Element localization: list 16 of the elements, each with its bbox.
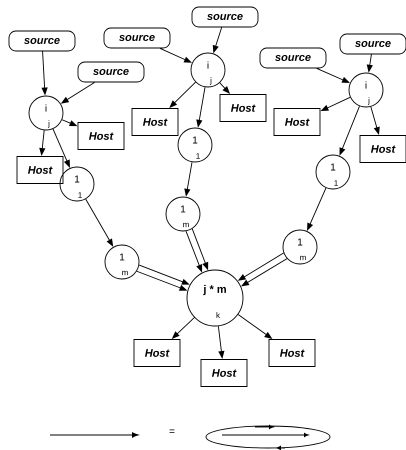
host-box: Host <box>132 108 178 136</box>
host-box: Host <box>16 156 64 184</box>
host-box: Host <box>220 94 266 122</box>
source-box: source <box>192 6 258 28</box>
host-box: Host <box>78 122 124 150</box>
equals-sign: = <box>170 430 174 433</box>
source-box: source <box>260 48 326 68</box>
source-box: source <box>78 62 144 82</box>
host-box: Host <box>134 339 180 367</box>
host-box: Host <box>360 135 406 163</box>
host-box: Host <box>274 108 320 136</box>
source-box: source <box>340 34 406 54</box>
host-box: Host <box>200 359 248 387</box>
host-box: Host <box>268 339 316 367</box>
source-box: source <box>8 30 76 52</box>
source-box: source <box>104 28 170 48</box>
